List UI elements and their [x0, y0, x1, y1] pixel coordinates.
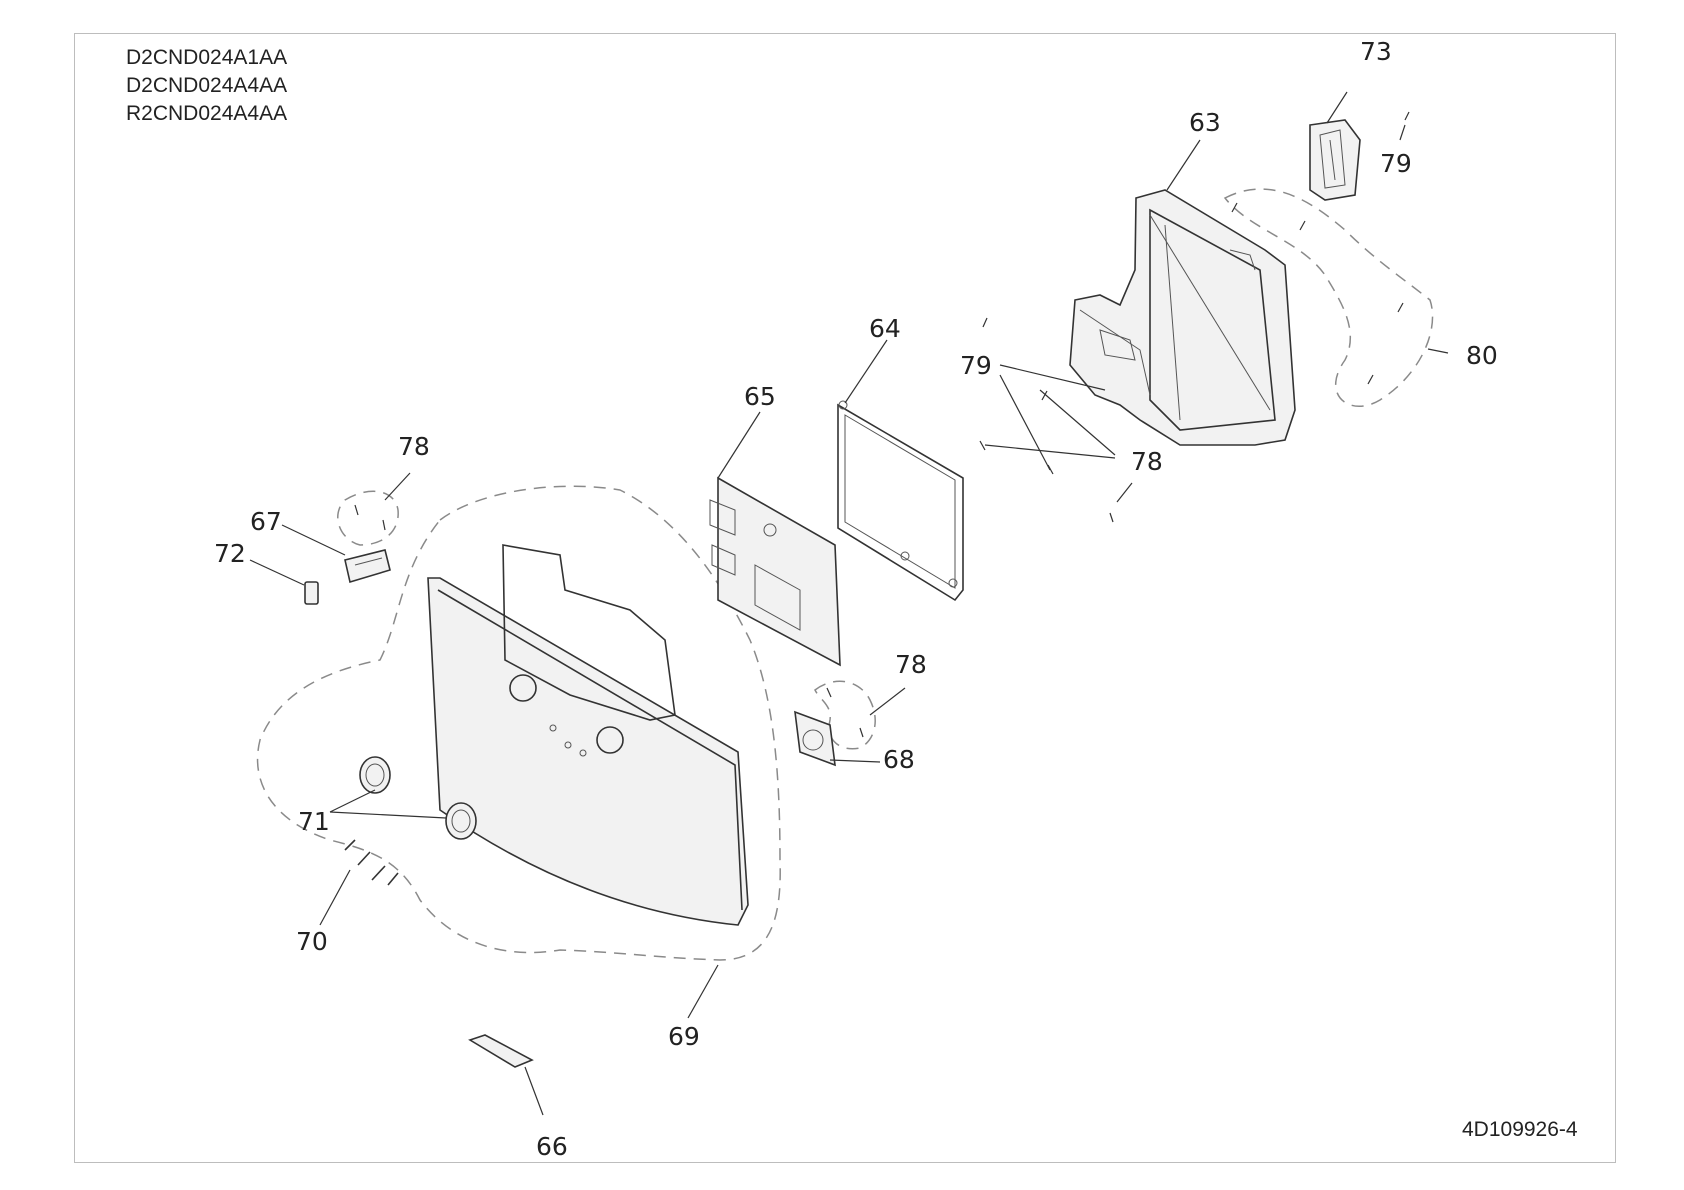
- group-outline-80: [1223, 188, 1434, 407]
- callout-80: 80: [1466, 341, 1498, 370]
- part-66-cover-strip: [468, 1034, 534, 1068]
- part-68-display-board: [794, 710, 836, 767]
- model-list: D2CND024A1AA D2CND024A4AA R2CND024A4AA: [126, 44, 287, 128]
- callout-66: 66: [536, 1132, 568, 1161]
- callout-79: 79: [1380, 149, 1412, 178]
- part-63-bracket: [1069, 189, 1296, 446]
- callout-69: 69: [668, 1022, 700, 1051]
- callout-72: 72: [214, 539, 246, 568]
- group-outline-69: [256, 485, 781, 961]
- drawing-frame: [74, 33, 1616, 1163]
- part-65-main-pcb: [709, 476, 841, 667]
- callout-78: 78: [398, 432, 430, 461]
- callout-73: 73: [1360, 37, 1392, 66]
- screw-set: [354, 111, 1410, 738]
- part-64-pcb-plate: [837, 400, 964, 602]
- model-number: D2CND024A1AA: [126, 46, 288, 69]
- leader-lines: [249, 91, 1449, 1116]
- callout-67: 67: [250, 507, 282, 536]
- callout-65: 65: [744, 382, 776, 411]
- callout-70: 70: [296, 927, 328, 956]
- part-67-connector: [344, 549, 391, 584]
- part-69-front-panel: [427, 544, 749, 926]
- group-outline-78-top: [337, 490, 399, 546]
- callout-78: 78: [895, 650, 927, 679]
- group-outline-78-lower: [814, 680, 876, 750]
- part-71-knobs: [359, 756, 477, 840]
- model-number: R2CND024A4AA: [126, 102, 288, 125]
- document-number: 4D109926-4: [1462, 1118, 1578, 1141]
- callout-71: 71: [298, 807, 330, 836]
- part-70-light-pipes: [344, 839, 399, 886]
- callout-63: 63: [1189, 108, 1221, 137]
- part-73-cover-clip: [1309, 119, 1361, 201]
- model-number: D2CND024A4AA: [126, 74, 288, 97]
- callout-64: 64: [869, 314, 901, 343]
- part-72-clip: [304, 581, 319, 605]
- callout-78: 78: [1131, 447, 1163, 476]
- callout-68: 68: [883, 745, 915, 774]
- callout-79: 79: [960, 351, 992, 380]
